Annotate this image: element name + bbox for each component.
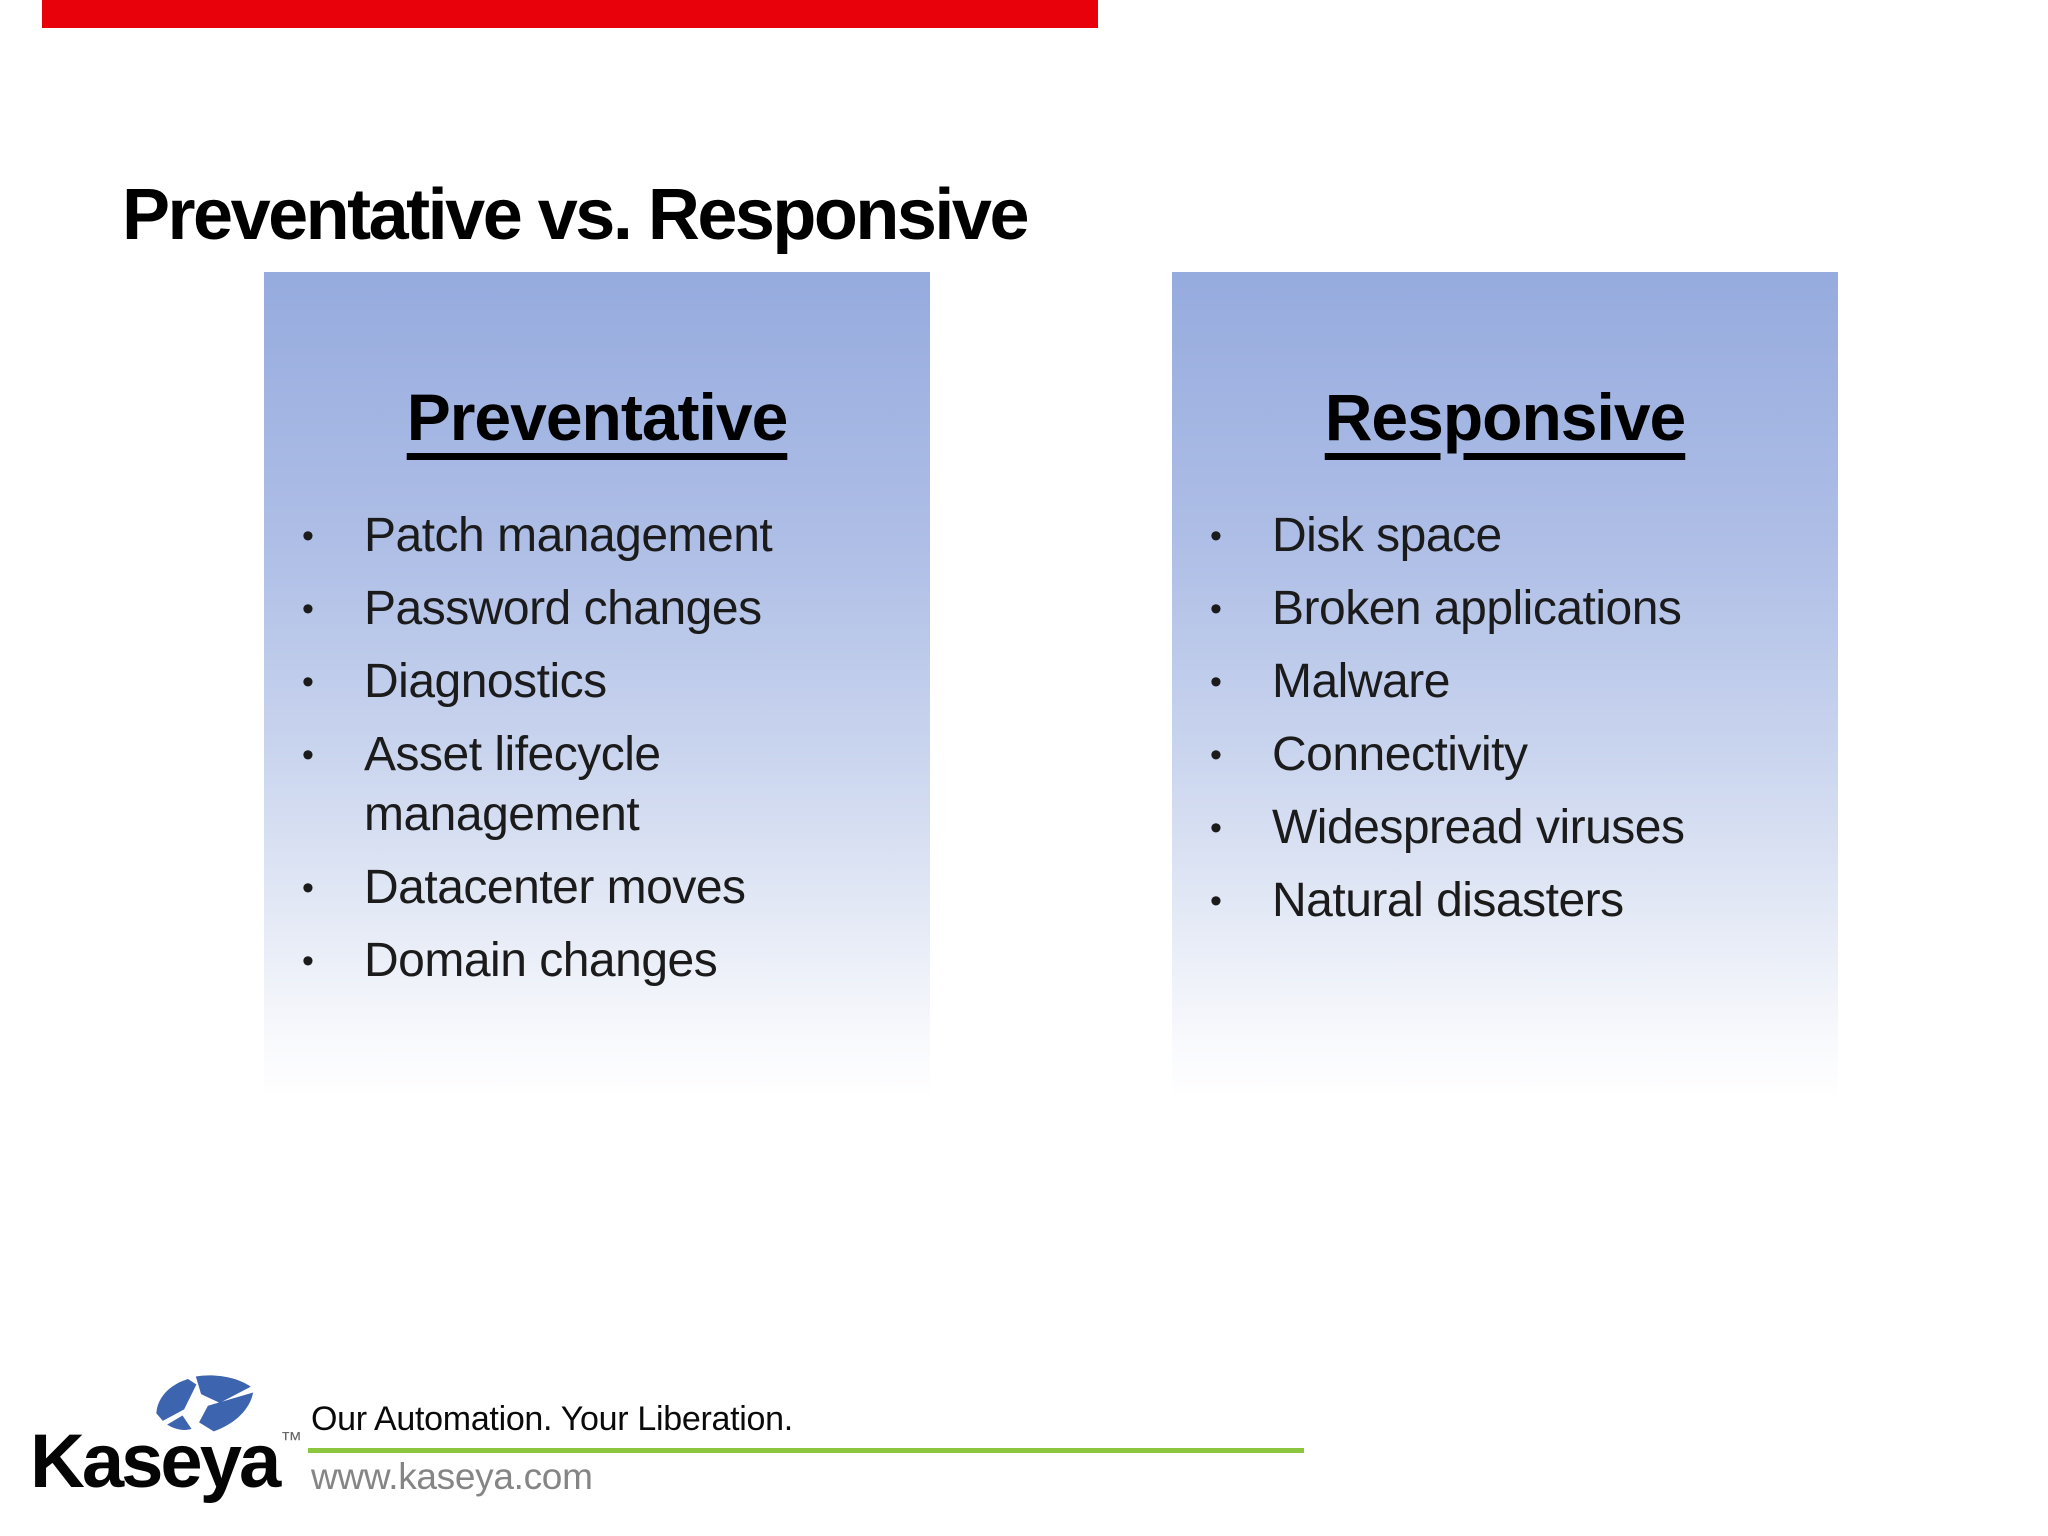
list-item-text: Password changes [364, 582, 762, 635]
bullet-glyph: • [302, 590, 314, 628]
kaseya-wordmark-text: Kaseya [30, 1419, 281, 1504]
preventative-panel: Preventative • Patch management • Password … [264, 272, 930, 1094]
list-item: • Malware [1198, 652, 1802, 712]
list-item-text: Malware [1272, 655, 1450, 708]
list-item-text: Datacenter moves [364, 861, 746, 914]
list-item: • Broken applications [1198, 579, 1802, 639]
bullet-glyph: • [1210, 882, 1222, 920]
list-item: • Natural disasters [1198, 871, 1802, 931]
list-item: • Connectivity [1198, 725, 1802, 785]
list-item-text: Broken applications [1272, 582, 1682, 635]
bullet-glyph: • [1210, 809, 1222, 847]
list-item-text: Diagnostics [364, 655, 607, 708]
green-divider-rule [308, 1448, 1304, 1453]
list-item-text: Widespread viruses [1272, 801, 1685, 854]
bullet-glyph: • [302, 517, 314, 555]
list-item: • Disk space [1198, 506, 1802, 566]
bullet-glyph: • [1210, 590, 1222, 628]
list-item: • Asset lifecycle management [290, 725, 894, 845]
bullet-glyph: • [1210, 663, 1222, 701]
list-item: • Widespread viruses [1198, 798, 1802, 858]
list-item: • Password changes [290, 579, 894, 639]
bullet-glyph: • [1210, 736, 1222, 774]
page-title: Preventative vs. Responsive [122, 175, 1030, 256]
list-item: • Domain changes [290, 931, 894, 991]
website-url: www.kaseya.com [311, 1456, 593, 1497]
bullet-glyph: • [1210, 517, 1222, 555]
kaseya-logo-icon [156, 1375, 254, 1432]
panel-heading-responsive: Responsive [1172, 384, 1838, 450]
list-item: • Diagnostics [290, 652, 894, 712]
list-item-text: Connectivity [1272, 728, 1528, 781]
bullet-glyph: • [302, 736, 314, 774]
bullet-glyph: • [302, 663, 314, 701]
panel-heading-preventative: Preventative [264, 384, 930, 450]
bullet-glyph: • [302, 869, 314, 907]
panel-heading-text: Preventative [406, 380, 789, 454]
list-item-text: Patch management [364, 509, 773, 562]
list-item-text: Disk space [1272, 509, 1502, 562]
footer-tagline: Our Automation. Your Liberation. [311, 1400, 793, 1438]
list-item-text: Asset lifecycle management [364, 728, 661, 841]
list-item-text: Domain changes [364, 934, 718, 987]
trademark-symbol: ™ [280, 1427, 303, 1452]
panel-heading-text: Responsive [1324, 380, 1686, 454]
bullet-glyph: • [302, 942, 314, 980]
responsive-bullet-list: •Disk space•Broken applications•Malware•… [1172, 506, 1838, 931]
list-item: • Patch management [290, 506, 894, 566]
kaseya-wordmark: Kaseya™ [30, 1418, 303, 1505]
list-item-text: Natural disasters [1272, 874, 1624, 927]
top-red-bar [42, 0, 1098, 28]
preventative-bullet-list: • Patch management • Password changes • Diagn… [264, 506, 930, 991]
list-item: • Datacenter moves [290, 858, 894, 918]
responsive-panel: Responsive • Disk space • Broken applicatio… [1172, 272, 1838, 1094]
